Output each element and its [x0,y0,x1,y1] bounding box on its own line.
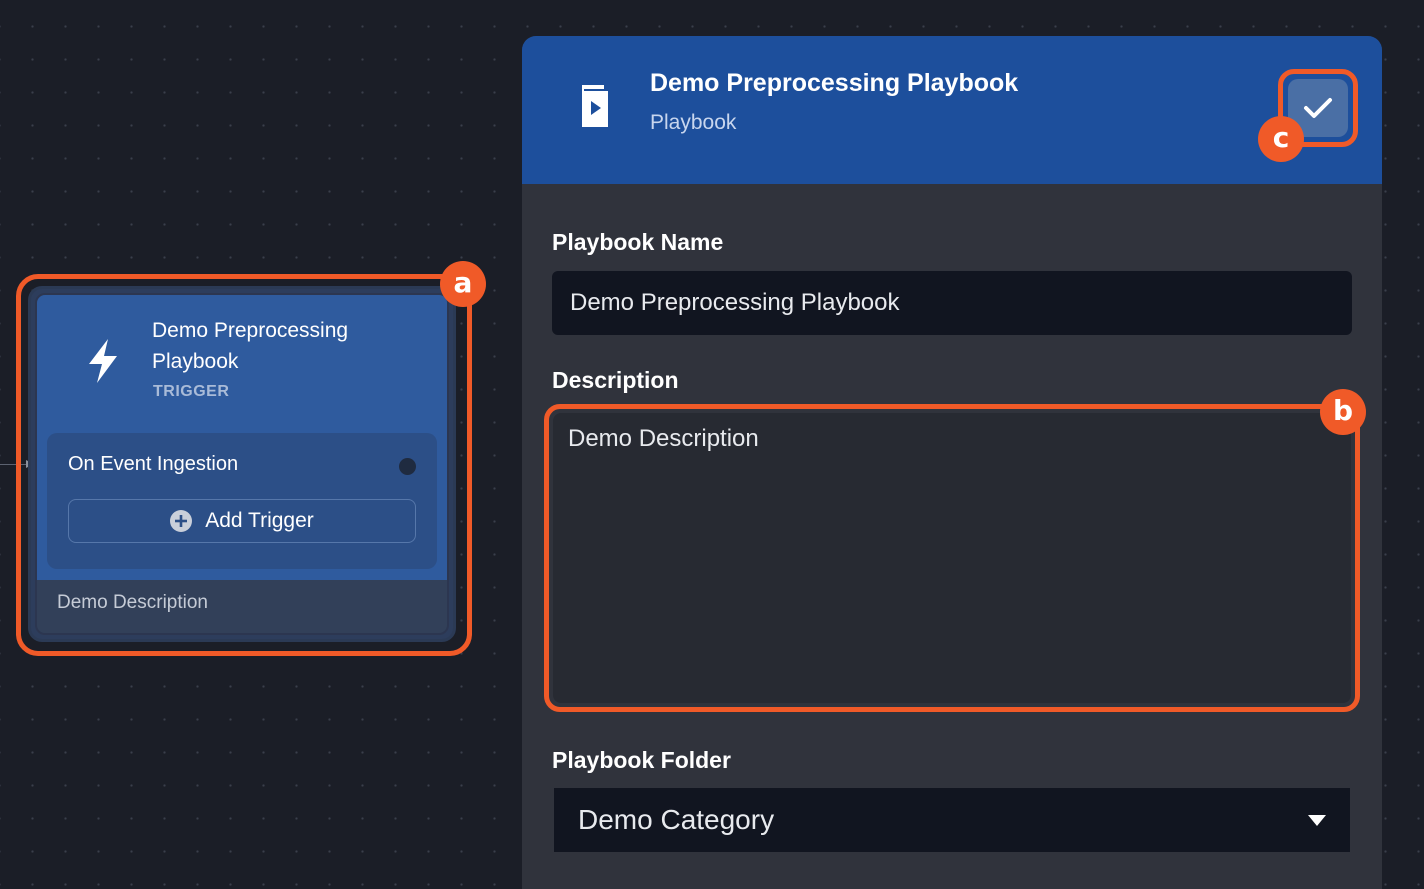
confirm-highlight-frame [1278,69,1358,147]
plus-circle-icon [170,510,193,532]
description-label: Description [552,367,679,393]
description-textarea[interactable]: Demo Description [553,413,1351,703]
trigger-item-label: On Event Ingestion [68,453,239,475]
chevron-down-icon [1308,814,1326,826]
check-icon [1304,98,1332,118]
node-highlight-frame [16,274,472,656]
description-highlight-frame [544,404,1360,712]
lightning-icon [89,339,117,383]
node-title: Demo Preprocessing Playbook [152,319,349,373]
node-footer: Demo Description [37,580,447,633]
playbook-folder-select[interactable]: Demo Category [554,788,1350,852]
trigger-node-header: Demo Preprocessing Playbook TRIGGER On E… [37,295,447,580]
trigger-list: On Event Ingestion Add Trigger [47,433,437,569]
trigger-output-handle[interactable] [399,458,416,475]
node-description: Demo Description [57,592,208,613]
trigger-node[interactable]: Demo Preprocessing Playbook TRIGGER On E… [28,286,456,642]
panel-subtitle: Playbook [650,111,737,134]
playbook-name-label: Playbook Name [552,229,724,255]
panel-header: Demo Preprocessing Playbook Playbook c [522,36,1382,184]
callout-badge-b: b [1320,389,1366,435]
playbook-folder-label: Playbook Folder [552,747,731,773]
callout-badge-c: c [1258,116,1304,162]
add-trigger-label: Add Trigger [205,509,314,532]
playbook-settings-panel: Demo Preprocessing Playbook Playbook c P… [522,36,1382,889]
panel-title: Demo Preprocessing Playbook [650,69,1019,97]
trigger-node-body: Demo Preprocessing Playbook TRIGGER On E… [35,293,449,635]
add-trigger-button[interactable]: Add Trigger [68,499,416,543]
playbook-icon [582,85,608,127]
playbook-folder-value: Demo Category [578,804,775,835]
node-type-label: TRIGGER [153,383,230,400]
playbook-name-input[interactable] [552,271,1352,335]
callout-badge-a: a [440,261,486,307]
